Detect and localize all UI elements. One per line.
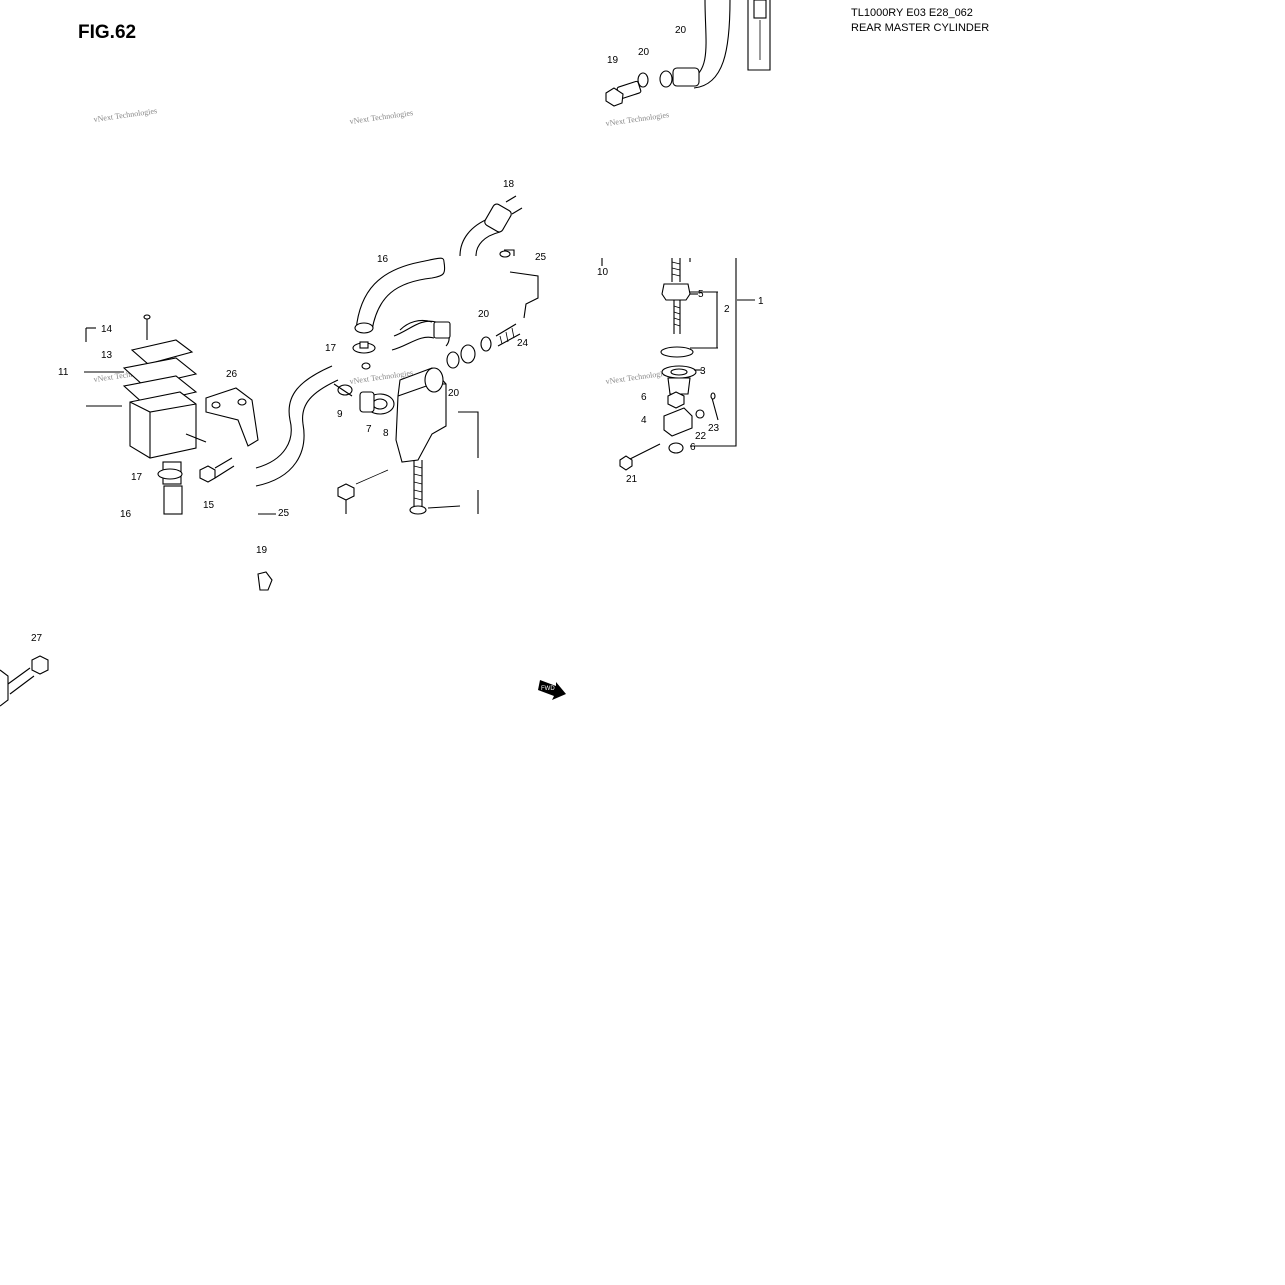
push-rod-assembly [601, 258, 755, 471]
reservoir-assembly [84, 314, 207, 515]
bolt-27 [0, 655, 49, 707]
master-cylinder [333, 320, 479, 515]
fwd-label: FWD [541, 686, 555, 692]
callout: 20 [448, 388, 460, 399]
watermark: vNext Technologies [605, 368, 670, 386]
callout: 6 [690, 442, 696, 453]
callout: 10 [597, 267, 609, 278]
bolt-19-lower [257, 513, 276, 591]
reservoir-hose [255, 257, 446, 487]
callout: 22 [695, 431, 707, 442]
assembly-title: REAR MASTER CYLINDER [851, 22, 990, 34]
upper-hose [459, 195, 523, 257]
callout: 25 [278, 508, 290, 519]
callout: 1 [758, 296, 764, 307]
forward-arrow-icon: FWD [538, 680, 566, 700]
model-code: TL1000RY E03 E28_062 [851, 7, 973, 19]
callout: 21 [626, 474, 638, 485]
callout: 23 [708, 423, 720, 434]
watermark: vNext Technologies [93, 106, 158, 124]
figure-number: FIG.62 [78, 22, 137, 43]
callout: 27 [31, 633, 43, 644]
callout: 14 [101, 324, 113, 335]
callout: 9 [337, 409, 343, 420]
hose-clamp [352, 341, 376, 354]
callout: 5 [698, 289, 704, 300]
callout: 24 [517, 338, 529, 349]
callout: 15 [203, 500, 215, 511]
callout: 17 [325, 343, 337, 354]
callout: 19 [256, 545, 268, 556]
watermark: vNext Technologies [349, 108, 414, 126]
callout: 26 [226, 369, 238, 380]
callout: 16 [120, 509, 132, 520]
bolt-15 [199, 457, 235, 483]
callout: 6 [641, 392, 647, 403]
callout: 25 [535, 252, 547, 263]
callout: 20 [675, 25, 687, 36]
brake-hose-upper [605, 0, 771, 107]
callout: 4 [641, 415, 647, 426]
callout: 11 [58, 367, 69, 378]
callout: 20 [638, 47, 650, 58]
callout: 3 [700, 366, 706, 377]
callout-labels: 1 2 3 4 5 6 6 7 8 9 10 11 13 14 15 16 16… [31, 25, 764, 644]
callout: 13 [101, 350, 113, 361]
callout: 17 [131, 472, 143, 483]
callout: 20 [478, 309, 490, 320]
callout: 7 [366, 424, 372, 435]
callout: 16 [377, 254, 389, 265]
callout: 18 [503, 179, 515, 190]
callout: 8 [383, 428, 389, 439]
mounting-bracket [205, 387, 259, 447]
callout: 2 [724, 304, 730, 315]
union-bolt-set [399, 249, 539, 369]
watermark: vNext Technologies [605, 110, 670, 128]
callout: 19 [607, 55, 619, 66]
